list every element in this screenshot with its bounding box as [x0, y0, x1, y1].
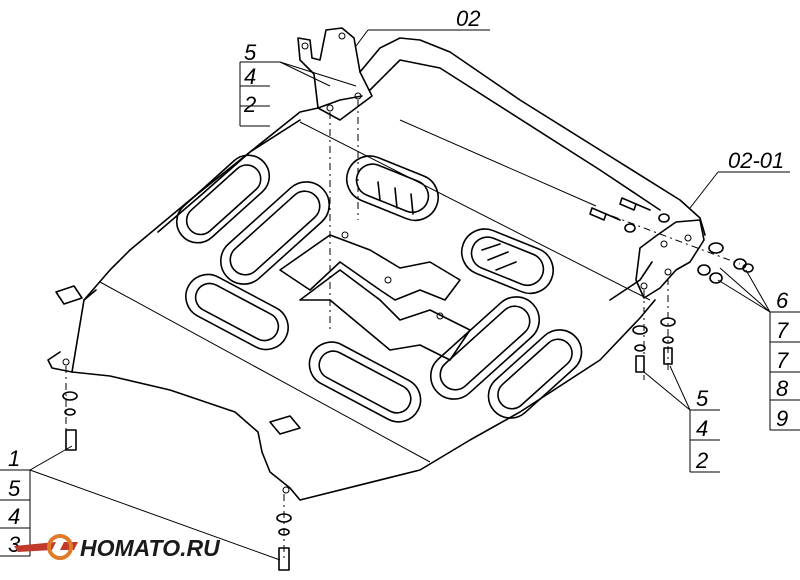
label-right-stack-2: 7: [776, 318, 789, 343]
label-right-stack-3: 7: [776, 348, 789, 373]
label-left-stack-2: 5: [8, 476, 21, 501]
label-left-stack-3: 4: [8, 504, 20, 529]
label-right-stack-4: 8: [776, 376, 789, 401]
right-bracket: [399, 119, 741, 380]
skid-plate-outline: [47, 37, 706, 501]
label-top-stack-2: 4: [244, 64, 256, 89]
label-left-stack-1: 1: [8, 446, 20, 471]
label-left-stack-4: 3: [8, 532, 21, 557]
plate-reliefs: [175, 154, 583, 423]
bolt-icon: [589, 207, 621, 221]
bolt-icon: [619, 197, 651, 211]
label-right-part: 02-01: [728, 148, 784, 173]
label-mid-right-stack-3: 2: [695, 448, 708, 473]
label-mid-right-stack-1: 5: [696, 386, 709, 411]
label-top-stack-3: 2: [243, 92, 256, 117]
leader-lines: [0, 29, 800, 561]
logo-wing-left-icon: [14, 542, 56, 552]
label-top-stack-1: 5: [244, 40, 257, 65]
top-bracket: [297, 27, 373, 330]
callout-labels: 02 5 4 2 02-01 6 7 7 8 9 5 4 2 1 5 4 3: [8, 6, 789, 557]
fasteners: [55, 197, 754, 571]
label-right-stack-5: 9: [776, 406, 788, 431]
logo-text: HOMATO.RU: [80, 535, 221, 561]
label-top-part: 02: [456, 6, 480, 31]
logo-ring-icon: [47, 534, 73, 560]
label-mid-right-stack-2: 4: [696, 416, 708, 441]
homato-logo: HOMATO.RU: [14, 534, 221, 561]
label-right-stack-1: 6: [776, 288, 789, 313]
